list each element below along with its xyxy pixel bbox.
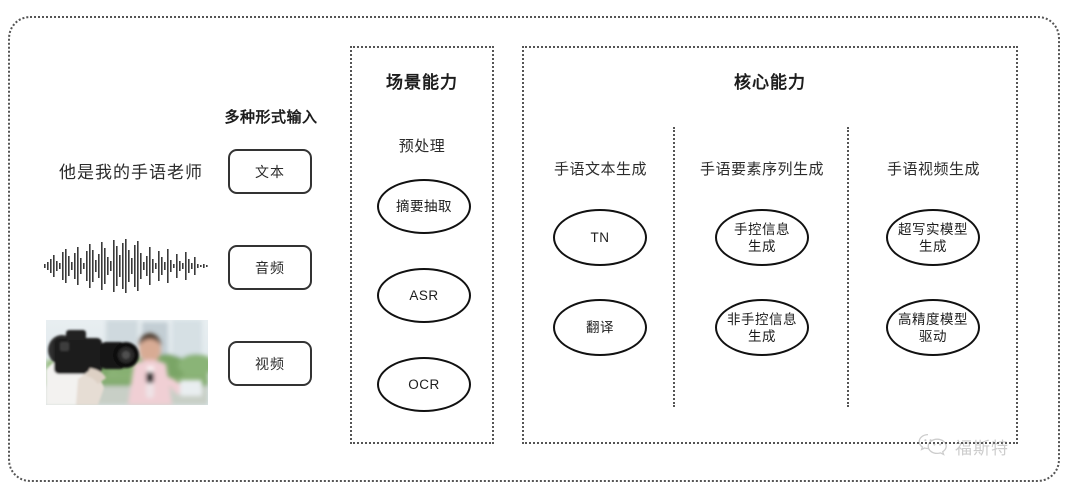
watermark: 福斯特 xyxy=(918,432,1009,461)
diagram-outer-frame xyxy=(8,16,1060,482)
scene-node-ocr[interactable]: OCR xyxy=(377,357,471,412)
watermark-label: 福斯特 xyxy=(955,439,1009,458)
input-section-heading: 多种形式输入 xyxy=(224,109,318,126)
core-node-tn[interactable]: TN xyxy=(553,209,647,266)
scene-panel-title: 场景能力 xyxy=(386,73,458,92)
scene-node-asr[interactable]: ASR xyxy=(377,268,471,323)
core-node-nonmanual-info-generation[interactable]: 非手控信息生成 xyxy=(715,299,809,356)
scene-panel-subtitle: 预处理 xyxy=(398,138,446,155)
input-chip-video[interactable]: 视频 xyxy=(228,341,312,386)
sample-sentence-text: 他是我的手语老师 xyxy=(59,163,203,182)
core-column-heading-text-generation: 手语文本生成 xyxy=(553,161,647,178)
core-column-divider-1 xyxy=(673,127,675,407)
core-panel-title: 核心能力 xyxy=(734,73,806,92)
scene-capability-panel: 场景能力 预处理 摘要抽取 ASR OCR xyxy=(350,46,494,444)
core-node-photoreal-model-generation[interactable]: 超写实模型生成 xyxy=(886,209,980,266)
video-thumbnail-svg xyxy=(46,320,208,405)
input-chip-text[interactable]: 文本 xyxy=(228,149,312,194)
wechat-icon-svg xyxy=(918,433,947,456)
input-chip-audio[interactable]: 音频 xyxy=(228,245,312,290)
audio-waveform-icon xyxy=(44,238,208,294)
core-column-divider-2 xyxy=(847,127,849,407)
video-thumbnail xyxy=(46,320,208,405)
core-capability-panel: 核心能力 手语文本生成 手语要素序列生成 手语视频生成 TN 翻译 手控信息生成… xyxy=(522,46,1018,444)
scene-node-summary[interactable]: 摘要抽取 xyxy=(377,179,471,234)
core-node-high-precision-model-driving[interactable]: 高精度模型驱动 xyxy=(886,299,980,356)
wechat-icon xyxy=(918,432,948,461)
core-column-heading-video-generation: 手语视频生成 xyxy=(886,161,980,178)
core-node-manual-info-generation[interactable]: 手控信息生成 xyxy=(715,209,809,266)
core-column-heading-element-sequence: 手语要素序列生成 xyxy=(699,161,824,178)
core-node-translation[interactable]: 翻译 xyxy=(553,299,647,356)
waveform-svg xyxy=(44,239,208,293)
